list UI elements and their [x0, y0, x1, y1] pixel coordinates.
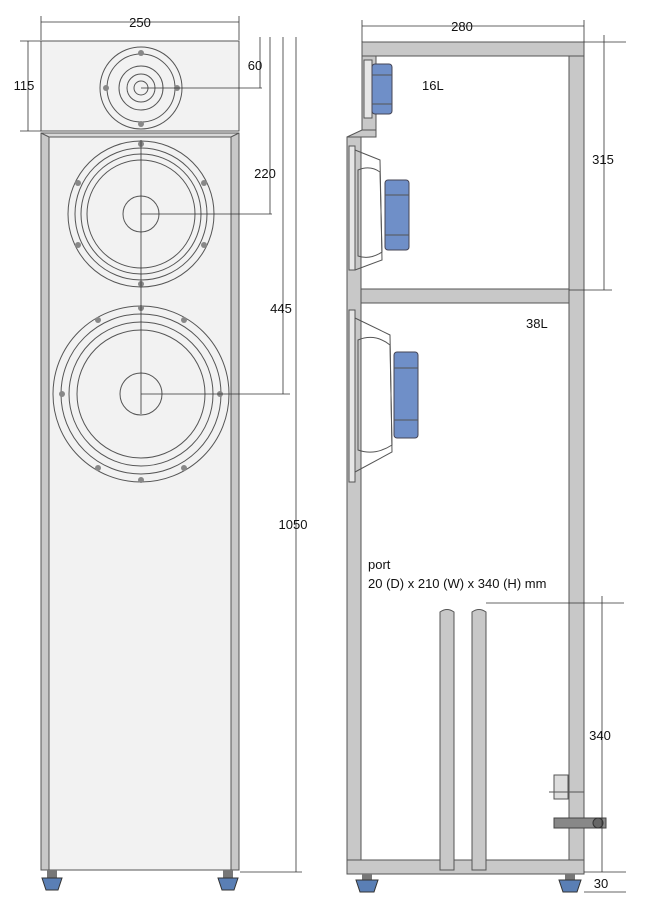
front-feet	[41, 870, 239, 891]
tweeter-box	[40, 40, 240, 132]
port-height-label: 340	[589, 728, 611, 743]
foot-height-label: 30	[594, 876, 608, 891]
tweeter-height-label: 115	[14, 78, 35, 93]
cabinet-front-baffle	[48, 136, 232, 871]
width-label: 250	[129, 15, 151, 30]
mid-center-label: 220	[254, 166, 276, 181]
side-dimension-lines	[361, 20, 626, 893]
depth-label: 280	[451, 19, 473, 34]
bottom-volume-label: 38L	[526, 316, 548, 331]
side-rear-panel	[568, 55, 585, 871]
rear-hardware	[549, 774, 607, 829]
side-feet	[355, 874, 582, 893]
side-top-panel	[361, 41, 585, 57]
tweeter	[99, 46, 183, 130]
port	[439, 609, 487, 871]
port-title-label: port	[368, 557, 391, 572]
top-chamber-label: 315	[592, 152, 614, 167]
cabinet-top-bevel	[40, 132, 240, 138]
tweeter-offset-label: 60	[248, 58, 262, 73]
cabinet-left-panel	[40, 132, 50, 871]
side-shelf	[360, 288, 570, 304]
port-size-label: 20 (D) x 210 (W) x 340 (H) mm	[368, 576, 546, 591]
side-view: 280 315 340 30 16L 38L port 20 (D) x 210…	[346, 19, 626, 893]
woofer-center-label: 445	[270, 301, 292, 316]
side-bottom-panel	[346, 859, 585, 875]
tweeter-side	[363, 59, 393, 119]
side-step	[346, 129, 377, 138]
front-view: 250 115 60 220 445 1050	[14, 15, 308, 891]
woofer-side	[348, 309, 419, 483]
cabinet-right-panel	[230, 132, 240, 871]
front-dimension-lines	[20, 16, 302, 873]
midrange-side	[348, 145, 410, 271]
top-volume-label: 16L	[422, 78, 444, 93]
total-height-label: 1050	[279, 517, 308, 532]
